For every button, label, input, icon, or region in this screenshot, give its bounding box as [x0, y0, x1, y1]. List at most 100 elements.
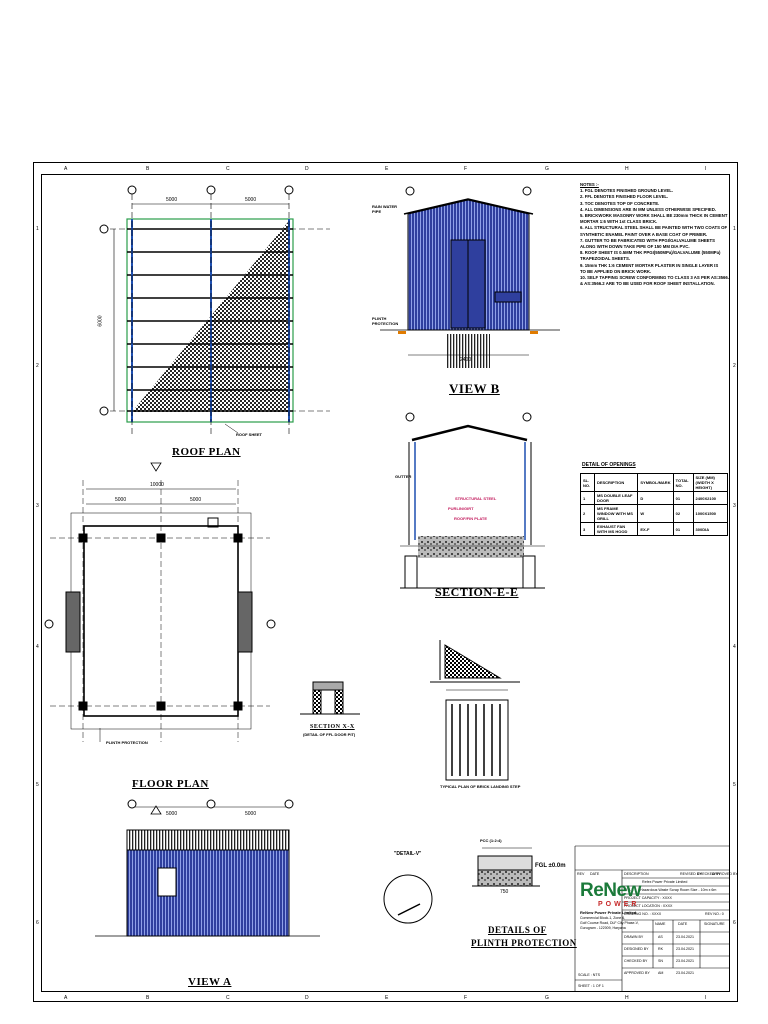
dim-floor-total: 10000 — [150, 482, 164, 488]
plinth-protection-label-b: PLINTH PROTECTION — [372, 316, 399, 326]
grid-col-label: H — [625, 166, 629, 172]
note-line: 8. ROOF SHEET IS 0.5MM THK PPGI(550MPa)/… — [580, 250, 721, 256]
note-line: MORTAR 1:6 WITH 1st CLASS BRICK. — [580, 219, 658, 225]
title-label: TITLE — [624, 888, 634, 892]
note-line: TO BE APPLIED ON BRICK WORK. — [580, 268, 652, 274]
customer-name: Refex Power Private Limited — [642, 880, 688, 884]
dim-plinth-width: 750 — [500, 889, 509, 895]
sign-header-date: DATE — [678, 922, 688, 926]
scale-label: SCALE : NTS — [578, 973, 600, 977]
schedule-cell: 01 — [672, 491, 694, 505]
pink-label-3: ROOF/FIN PLATE — [454, 516, 488, 521]
grid-row-label: 6 — [733, 920, 736, 926]
view-b-title: VIEW B — [449, 381, 500, 396]
plinth-protection-detail — [383, 847, 540, 924]
schedule-cell: 1 — [580, 491, 595, 505]
note-line: SYNTHETIC ENAMEL PAINT OVER A BASE COAT … — [580, 231, 708, 237]
dim-roof-w2: 5000 — [245, 197, 257, 203]
role-drawn: DRAWN BY — [624, 935, 644, 939]
schedule-cell: 02 — [672, 504, 694, 523]
role-approved: APPROVED BY — [624, 971, 650, 975]
grid-row-label: 5 — [733, 782, 736, 788]
schedule-cell: D — [637, 491, 674, 505]
sign-header-signature: SIGNATURE — [704, 922, 725, 926]
grid-row-label: 1 — [733, 226, 736, 232]
grid-col-label: D — [305, 995, 309, 1001]
sheet-label: SHEET : 1 OF 1 — [578, 984, 604, 988]
schedule-cell: 2400X2100 — [692, 491, 729, 505]
openings-schedule: SL. NO. DESCRIPTION SYMBOL/MARK TOTAL NO… — [580, 473, 729, 536]
notes-heading: NOTES :- — [580, 182, 599, 187]
grid-row-label: 2 — [36, 363, 39, 369]
grid-row-label: 6 — [36, 920, 39, 926]
floor-plan — [44, 462, 276, 815]
step-landing-details — [430, 640, 520, 781]
date-drawn: 23.04.2021 — [676, 935, 694, 939]
section-x-title: SECTION X-X — [310, 724, 355, 730]
project-location: PROJECT LOCATION : XXXX — [624, 904, 673, 908]
rev-header-date: DATE — [590, 872, 600, 876]
view-a — [95, 799, 320, 937]
dim-floor-w1: 5000 — [115, 497, 127, 503]
role-designed: DESIGNED BY — [624, 947, 649, 951]
grid-row-label: 3 — [733, 503, 736, 509]
floor-plan-title: FLOOR PLAN — [132, 778, 209, 790]
pink-label-2: PURLIN/GIRT — [448, 506, 474, 511]
detail-v-label: "DETAIL-V" — [394, 851, 422, 857]
general-notes: NOTES :- 1. FGL DENOTES FINISHED GROUND … — [580, 182, 730, 287]
grid-col-label: E — [385, 166, 389, 172]
title-block-lines — [574, 845, 730, 992]
dim-floor-w2: 5000 — [190, 497, 202, 503]
fgl-label: FGL ±0.0m — [535, 863, 566, 869]
note-line: 9. 15mm THK 1:6 CEMENT MORTAR PLASTER IN… — [580, 262, 719, 268]
initials-checked: SN — [658, 959, 663, 963]
schedule-header: DESCRIPTION — [593, 473, 639, 492]
section-x-x — [300, 681, 360, 715]
note-line: 3. TOC DENOTES TOP OF CONCRETE. — [580, 200, 660, 206]
table-row: 1 MS DOUBLE LEAF DOOR D 01 2400X2100 — [580, 491, 729, 505]
note-line: & AS:3566.2 ARE TO BE USED FOR ROOF SHEE… — [580, 281, 715, 287]
rev-header-desc: DESCRIPTION — [624, 872, 649, 876]
schedule-cell: MS DOUBLE LEAF DOOR — [593, 491, 639, 505]
schedule-cell: MS FRAME WINDOW WITH MS GRILL — [593, 504, 639, 523]
schedule-header: TOTAL NO. — [672, 473, 694, 492]
note-line: ALONG WITH DOWN TAKE PIPE OF 150 MM DIA … — [580, 244, 690, 250]
schedule-header-row: SL. NO. DESCRIPTION SYMBOL/MARK TOTAL NO… — [580, 473, 729, 492]
grid-col-label: G — [545, 995, 549, 1001]
grid-col-label: C — [226, 166, 230, 172]
schedule-header: SYMBOL/MARK — [637, 473, 674, 492]
grid-col-label: I — [705, 166, 707, 172]
dim-roof-w1: 5000 — [166, 197, 178, 203]
grid-row-label: 2 — [733, 363, 736, 369]
pcc-label: PCC (1:2:4) — [480, 838, 502, 843]
grid-col-label: E — [385, 995, 389, 1001]
renew-logo-power: POWER — [598, 901, 640, 908]
grid-col-label: H — [625, 995, 629, 1001]
grid-col-label: A — [64, 166, 68, 172]
grid-row-label: 4 — [36, 644, 39, 650]
pink-label-1: STRUCTURAL STEEL — [455, 496, 497, 501]
project-capacity: PROJECT CAPACITY : XXXX — [624, 896, 672, 900]
roof-plan — [99, 185, 330, 434]
grid-col-label: C — [226, 995, 230, 1001]
date-approved: 23.04.2021 — [676, 971, 694, 975]
grid-col-label: F — [464, 995, 468, 1001]
schedule-cell: 01 — [672, 522, 694, 536]
rain-water-pipe-label: RAIN WATER PIPE — [372, 204, 398, 214]
table-row: 2 MS FRAME WINDOW WITH MS GRILL W 02 100… — [580, 504, 729, 523]
schedule-cell: 1000X1500 — [692, 504, 729, 523]
note-line: 4. ALL DIMENSIONS ARE IN MM UNLESS OTHER… — [580, 206, 717, 212]
details-title-2: PLINTH PROTECTION — [471, 938, 577, 948]
drawing-number: DRAWING NO. : XXXX — [624, 912, 662, 916]
rev-header-approved: APPROVED BY — [712, 872, 738, 876]
renew-logo: ReNew — [580, 880, 641, 901]
date-designed: 23.04.2021 — [676, 947, 694, 951]
table-row: 3 EXHAUST FAN WITH MS HOOD EX-F 01 300DI… — [580, 522, 729, 536]
landing-note: TYPICAL PLAN OF BRICK LANDING STEP — [440, 784, 521, 789]
grid-col-label: I — [705, 995, 707, 1001]
section-ee-title: SECTION-E-E — [435, 585, 519, 599]
company-address-3: Gurugram - 122009, Haryana — [580, 926, 626, 930]
note-line: TRAPEZOIDAL SHEETS. — [580, 256, 631, 262]
section-x-subtitle: (DETAIL OF FFL DOOR PIT) — [303, 732, 356, 737]
